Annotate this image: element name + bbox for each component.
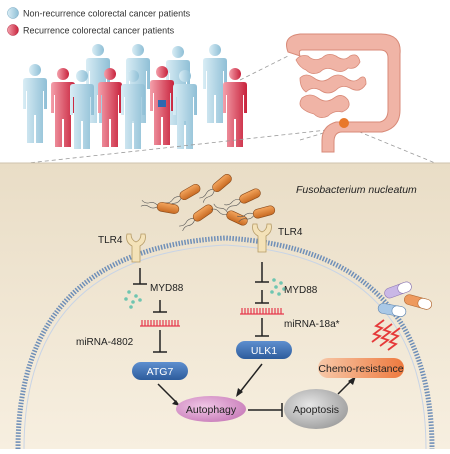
atg7-node — [132, 362, 188, 380]
dots-icon — [270, 278, 286, 296]
atg7-label: ATG7 — [147, 366, 174, 378]
left-pathway: MYD88 miRNA-4802 ATG7 — [76, 268, 188, 406]
chemo-resistance-label: Chemo-resistance — [318, 363, 403, 375]
myd88-right-label: MYD88 — [284, 285, 318, 296]
tumor-icon — [158, 100, 166, 107]
autophagy-label: Autophagy — [186, 404, 237, 416]
myd88-left-label: MYD88 — [150, 283, 184, 294]
apoptosis-label: Apoptosis — [293, 404, 339, 416]
ulk1-label: ULK1 — [251, 345, 277, 357]
bacterium-label: Fusobacterium nucleatum — [296, 184, 417, 196]
non-recurrence-legend-dot — [7, 7, 19, 19]
dots-icon — [124, 290, 142, 309]
colon-icon — [286, 33, 401, 153]
zoom-line — [349, 127, 441, 166]
mirna-right-icon — [240, 308, 284, 315]
lightning-icon — [371, 319, 401, 351]
chemo-resistance-node — [318, 358, 404, 378]
right-pathway: MYD88 miRNA-18a* ULK1 — [236, 262, 340, 397]
zoom-line — [9, 127, 346, 166]
tumor-icon — [339, 118, 349, 128]
recurrence-label: Recurrence colorectal cancer patients — [23, 26, 175, 36]
patients-crowd — [23, 44, 247, 149]
cell-membrane — [15, 235, 435, 450]
non-recurrence-label: Non-recurrence colorectal cancer patient… — [23, 9, 191, 19]
mirna-left-icon — [140, 320, 180, 327]
recurrence-legend-dot — [7, 24, 19, 36]
mirna-left-label: miRNA-4802 — [76, 337, 134, 348]
tlr4-left-label: TLR4 — [98, 235, 123, 246]
apoptosis-node — [284, 389, 348, 429]
ulk1-node — [236, 341, 292, 359]
legend: Non-recurrence colorectal cancer patient… — [7, 7, 191, 36]
pill-icon — [377, 281, 432, 317]
tlr4-right-label: TLR4 — [278, 227, 303, 238]
zoom-line — [239, 54, 291, 81]
autophagy-node — [176, 396, 246, 422]
mirna-right-label: miRNA-18a* — [284, 319, 340, 330]
